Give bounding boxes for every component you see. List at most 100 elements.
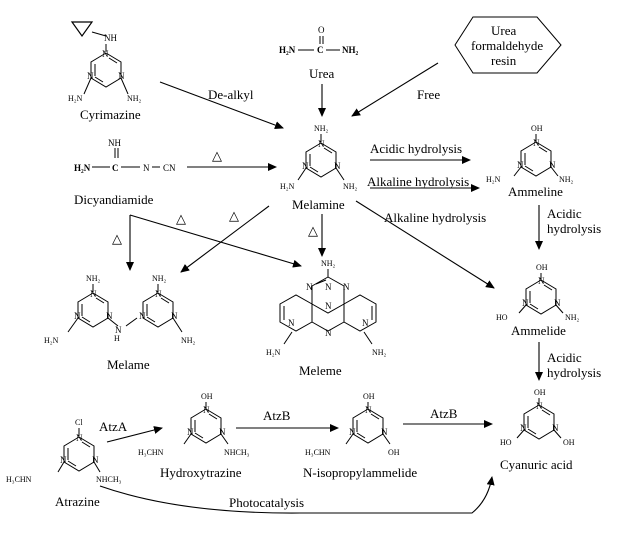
label-melamine: Melamine <box>292 197 345 212</box>
cond-atza: AtzA <box>99 419 128 434</box>
svg-text:NH₂: NH₂ <box>372 348 387 357</box>
arrow-atza <box>106 426 163 443</box>
cyclopropyl-group <box>70 21 94 38</box>
svg-text:N: N <box>60 455 67 465</box>
label-ammeline: Ammeline <box>508 184 563 199</box>
svg-text:N: N <box>362 318 369 328</box>
svg-text:N: N <box>306 282 313 292</box>
arrow-melamine-melame <box>180 205 270 273</box>
label-hydroxytrazine: Hydroxytrazine <box>160 465 242 480</box>
svg-text:N: N <box>288 318 295 328</box>
ammelide-structure: OH N N N HO NH₂ Ammelide <box>496 263 580 338</box>
melamine-structure: NH₂ N N N H₂N NH₂ Melamine <box>280 124 358 212</box>
svg-text:N: N <box>143 163 150 173</box>
svg-text:N: N <box>334 161 341 171</box>
heat-5: △ <box>308 223 318 238</box>
svg-text:OH: OH <box>388 448 400 457</box>
svg-text:N: N <box>74 311 81 321</box>
svg-text:OH: OH <box>536 263 548 272</box>
cond-acidic-1: Acidic <box>547 206 582 221</box>
cond-acidic-hydrolysis: Acidic hydrolysis <box>370 141 462 156</box>
ammeline-structure: OH N N N H₂N NH₂ Ammeline <box>486 124 574 199</box>
heat-1: △ <box>212 148 222 163</box>
n-isopropylammelide-structure: OH N N N H₃CHN OH N-isopropylammelide <box>303 392 417 480</box>
hydroxytrazine-structure: OH N N N H₃CHN NHCH₃ Hydroxytrazine <box>138 392 250 480</box>
svg-text:NH₂: NH₂ <box>342 45 359 55</box>
svg-text:N: N <box>203 405 210 415</box>
svg-text:N: N <box>520 423 527 433</box>
cond-alkaline-hydrolysis: Alkaline hydrolysis <box>367 174 469 189</box>
heat-3: △ <box>229 208 239 223</box>
svg-text:OH: OH <box>531 124 543 133</box>
svg-text:NH₂: NH₂ <box>152 274 167 283</box>
svg-text:OH: OH <box>534 388 546 397</box>
arrow-resin-melamine <box>351 62 439 117</box>
cond-dealkyl: De-alkyl <box>208 87 254 102</box>
svg-text:C: C <box>317 45 324 55</box>
label-cyanuric-acid: Cyanuric acid <box>500 457 573 472</box>
cond-acidic-2: Acidic <box>547 350 582 365</box>
svg-text:H₂N: H₂N <box>486 175 501 184</box>
svg-text:N: N <box>118 71 125 81</box>
svg-text:H₂N: H₂N <box>279 45 296 55</box>
reaction-arrows <box>99 62 543 514</box>
cond-alkaline-hydrolysis-2: Alkaline hydrolysis <box>384 210 486 225</box>
urea-formaldehyde-resin-box: Urea formaldehyde resin <box>454 16 562 74</box>
svg-text:formaldehyde: formaldehyde <box>471 38 543 53</box>
svg-text:N: N <box>381 427 388 437</box>
cond-atzb-1: AtzB <box>263 408 291 423</box>
svg-text:H₃CHN: H₃CHN <box>305 448 331 457</box>
label-ammelide: Ammelide <box>511 323 566 338</box>
svg-text:N: N <box>187 427 194 437</box>
svg-text:N: N <box>302 161 309 171</box>
label-meleme: Meleme <box>299 363 342 378</box>
svg-text:N: N <box>325 328 332 338</box>
label-n-isopropylammelide: N-isopropylammelide <box>303 465 417 480</box>
svg-text:N: N <box>115 325 122 335</box>
svg-text:N: N <box>325 301 332 311</box>
svg-text:N: N <box>554 298 561 308</box>
svg-text:N: N <box>219 427 226 437</box>
svg-text:N: N <box>517 160 524 170</box>
svg-text:N: N <box>92 455 99 465</box>
svg-text:OH: OH <box>201 392 213 401</box>
label-cyrimazine: Cyrimazine <box>80 107 141 122</box>
svg-text:H₂N: H₂N <box>280 182 295 191</box>
svg-text:NH₂: NH₂ <box>181 336 196 345</box>
cyrimazine-structure: NH N N N H₂N NH₂ Cyrimazine <box>68 21 142 122</box>
svg-text:N: N <box>325 282 332 292</box>
atrazine-structure: Cl N N N H₃CHN NHCH₃ Atrazine <box>6 418 122 509</box>
label-urea: Urea <box>309 66 334 81</box>
svg-text:N: N <box>538 276 545 286</box>
svg-text:N: N <box>155 289 162 299</box>
svg-text:N: N <box>349 427 356 437</box>
condition-labels: De-alkyl Free △ Acidic hydrolysis Alkali… <box>99 87 601 510</box>
svg-text:N: N <box>318 139 325 149</box>
label-dicyandiamide: Dicyandiamide <box>74 192 154 207</box>
svg-text:N: N <box>549 160 556 170</box>
svg-text:NH₂: NH₂ <box>559 175 574 184</box>
cond-photocatalysis: Photocatalysis <box>229 495 304 510</box>
svg-text:NH₂: NH₂ <box>86 274 101 283</box>
cond-hydrolysis-2: hydrolysis <box>547 365 601 380</box>
svg-text:N: N <box>343 282 350 292</box>
svg-text:Urea: Urea <box>491 23 516 38</box>
svg-text:H: H <box>114 334 120 343</box>
svg-text:NH: NH <box>104 33 117 43</box>
dicyandiamide-structure: NH H₂N C N CN Dicyandiamide <box>74 138 176 207</box>
melame-structure: NH₂ N N N H₂N H₂N N H NH₂ N N N NH₂ Mela… <box>44 274 196 372</box>
svg-text:NH₂: NH₂ <box>321 259 336 268</box>
svg-text:CN: CN <box>163 163 176 173</box>
arrow-melamine-ammelide <box>355 200 495 289</box>
svg-text:N: N <box>106 311 113 321</box>
cond-hydrolysis-1: hydrolysis <box>547 221 601 236</box>
svg-text:HO: HO <box>496 313 508 322</box>
svg-text:N: N <box>76 433 83 443</box>
svg-text:H₂N: H₂N <box>74 163 91 173</box>
svg-text:N: N <box>365 405 372 415</box>
svg-text:N: N <box>536 401 543 411</box>
svg-text:OH: OH <box>563 438 575 447</box>
svg-text:N: N <box>533 138 540 148</box>
cond-atzb-2: AtzB <box>430 406 458 421</box>
